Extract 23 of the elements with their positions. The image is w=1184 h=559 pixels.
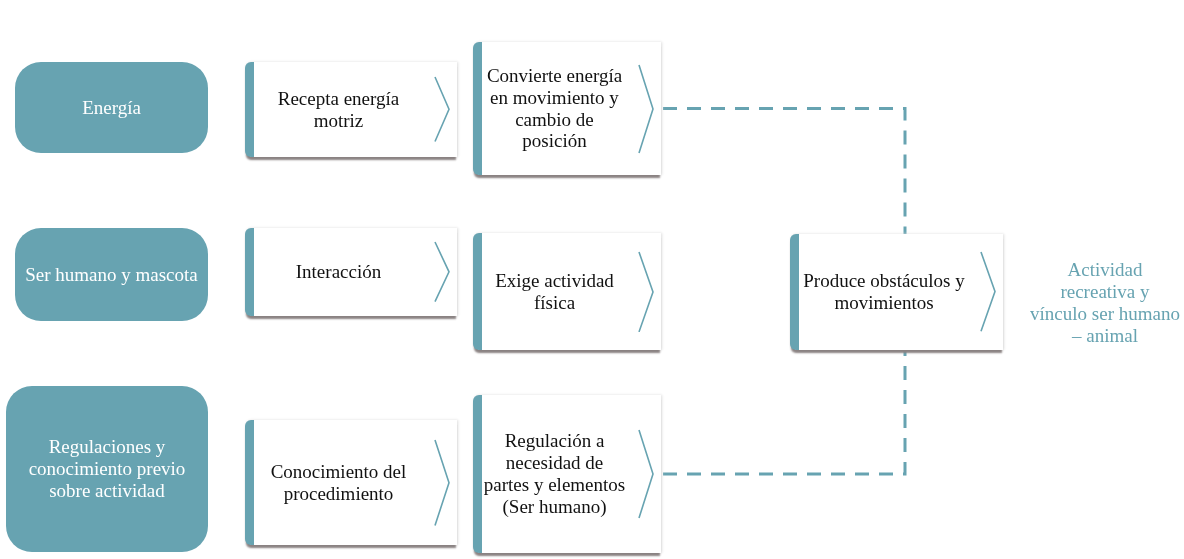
process-box — [473, 233, 661, 350]
process-box — [245, 62, 457, 157]
box-label: Produce obstáculos y movimientos — [802, 270, 966, 314]
rounded-box — [15, 62, 208, 153]
box-label: Regulaciones y conocimiento previo sobre actividad — [27, 436, 187, 502]
process-box — [473, 42, 661, 175]
box-label: Regulación a necesidad de partes y elementos (Ser humano) — [482, 430, 627, 518]
process-box — [245, 420, 457, 545]
rounded-box — [15, 228, 208, 321]
process-box — [245, 228, 457, 316]
box-label: Energía — [82, 96, 141, 119]
box-label: Exige actividad física — [494, 269, 615, 314]
dashed-connector — [663, 107, 907, 234]
process-box — [790, 234, 1003, 350]
box-label: Interacción — [295, 261, 382, 283]
dashed-connector — [663, 350, 907, 476]
outcome-text: Actividad recreativa y vínculo ser humano – animal — [1030, 259, 1180, 347]
box-label: Convierte energía en movimiento y cambio de posición — [485, 64, 624, 153]
box-label: Conocimiento del procedimiento — [269, 460, 408, 505]
process-box — [473, 395, 661, 553]
box-label: Recepta energía motriz — [276, 87, 401, 132]
rounded-box — [6, 386, 208, 552]
box-label: Ser humano y mascota — [25, 263, 198, 286]
